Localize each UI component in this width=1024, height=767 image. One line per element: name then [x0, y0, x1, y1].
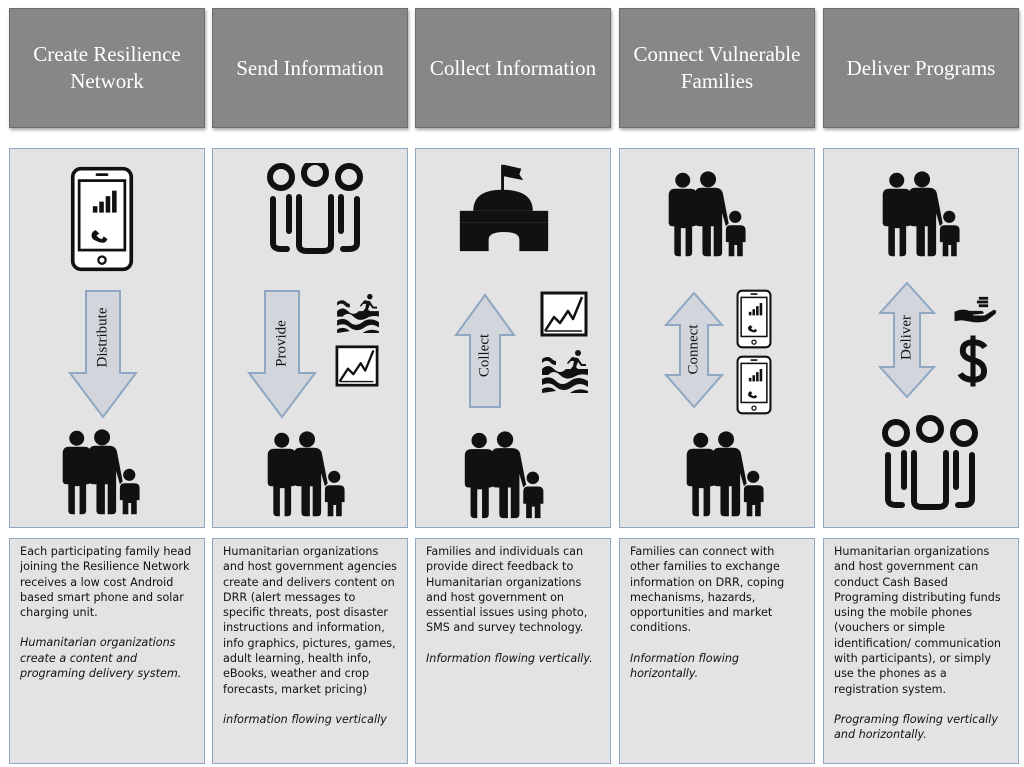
description-text: Each participating family head joining t… [20, 545, 192, 620]
step-header: Create Resilience Network [9, 8, 205, 128]
market-chart-icon [335, 345, 379, 387]
step-description: Families can connect with other families… [619, 538, 815, 764]
step-description: Humanitarian organizations and host gove… [212, 538, 408, 764]
step-header: Send Information [212, 8, 408, 128]
step-description: Each participating family head joining t… [9, 538, 205, 764]
arrow-label: Deliver [898, 315, 915, 360]
family-icon [460, 431, 552, 519]
arrow-double-vertical-icon [664, 291, 724, 409]
description-note: Programing flowing vertically and horizo… [834, 712, 999, 742]
organizations-icon [265, 163, 365, 255]
arrow-down-icon [68, 290, 138, 419]
description-note: information flowing vertically [223, 712, 387, 726]
step-description: Humanitarian organizations and host gove… [823, 538, 1019, 764]
market-chart-icon [540, 291, 588, 337]
step-illustration-panel: Distribute [9, 148, 205, 528]
description-text: Families and individuals can provide dir… [426, 545, 588, 635]
description-note: Information flowing vertically. [426, 651, 593, 665]
arrow-double-vertical-icon [878, 281, 936, 399]
step-connect-vulnerable-families: Connect Vulnerable Families Connect Fami… [619, 0, 815, 767]
smartphone-icon [736, 289, 772, 349]
organizations-icon [880, 415, 980, 515]
arrow-up-icon [454, 293, 516, 408]
description-text: Families can connect with other families… [630, 545, 785, 635]
government-building-icon [456, 161, 552, 253]
step-header: Deliver Programs [823, 8, 1019, 128]
step-illustration-panel: Connect [619, 148, 815, 528]
arrow-down-icon [247, 290, 317, 419]
description-text: Humanitarian organizations and host gove… [223, 545, 397, 696]
arrow-label: Collect [476, 333, 493, 378]
flood-hazard-icon [540, 349, 590, 393]
family-icon [878, 171, 968, 257]
family-icon [263, 431, 353, 517]
step-deliver-programs: Deliver Programs Deliver Humanitarian or… [823, 0, 1019, 767]
arrow-label: Connect [685, 324, 702, 375]
step-header: Connect Vulnerable Families [619, 8, 815, 128]
step-illustration-panel: Deliver [823, 148, 1019, 528]
step-description: Families and individuals can provide dir… [415, 538, 611, 764]
cash-in-hand-icon [952, 295, 1000, 323]
description-text: Humanitarian organizations and host gove… [834, 545, 1002, 696]
arrow-label: Provide [273, 320, 290, 367]
family-icon [58, 429, 148, 515]
step-header: Collect Information [415, 8, 611, 128]
dollar-sign-icon [956, 335, 990, 387]
step-send-information: Send Information Provide Humanitarian or… [212, 0, 408, 767]
family-icon [664, 171, 754, 257]
description-note: Humanitarian organizations create a cont… [20, 636, 182, 681]
smartphone-icon [736, 355, 772, 415]
step-collect-information: Collect Information Collect Families and… [415, 0, 611, 767]
step-create-resilience-network: Create Resilience Network Distribute Eac… [9, 0, 205, 767]
smartphone-icon [70, 163, 134, 275]
arrow-label: Distribute [94, 307, 111, 368]
flood-hazard-icon [335, 293, 381, 333]
description-note: Information flowing horizontally. [630, 651, 740, 681]
step-illustration-panel: Collect [415, 148, 611, 528]
step-illustration-panel: Provide [212, 148, 408, 528]
family-icon [682, 431, 772, 517]
